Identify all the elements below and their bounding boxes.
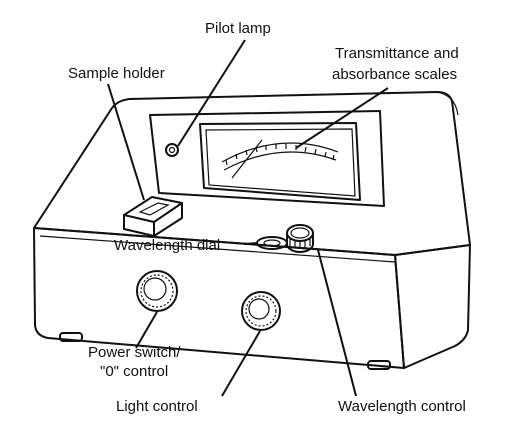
meter-window	[199, 122, 361, 201]
leader-sample-holder	[107, 83, 145, 201]
labels: Pilot lamp Transmittance and absorbance …	[68, 20, 466, 415]
label-pilot-lamp: Pilot lamp	[205, 20, 271, 37]
leader-pilot-lamp	[177, 39, 246, 147]
transmittance-scale-arc	[221, 142, 339, 163]
leader-wavelength-dial	[243, 242, 259, 245]
label-scales-line2: absorbance scales	[332, 66, 457, 83]
leader-power-switch	[135, 311, 158, 349]
absorbance-scale-arc	[223, 151, 337, 171]
wavelength-control-knob[interactable]	[286, 224, 314, 253]
label-light-control: Light control	[116, 398, 198, 415]
leader-light-control	[221, 330, 261, 397]
foot-right	[367, 360, 391, 370]
light-control-knob[interactable]	[241, 291, 281, 331]
sample-holder[interactable]	[123, 196, 183, 237]
label-wavelength-dial: Wavelength dial	[114, 237, 220, 254]
leader-wavelength-control	[317, 249, 357, 397]
label-wavelength-control: Wavelength control	[338, 398, 466, 415]
label-power-line2: "0" control	[100, 363, 168, 380]
wavelength-dial[interactable]	[256, 236, 288, 250]
power-switch-knob[interactable]	[136, 270, 178, 312]
instrument-body	[33, 91, 471, 370]
label-sample-holder: Sample holder	[68, 65, 165, 82]
label-power-line1: Power switch/	[88, 344, 181, 361]
foot-left	[59, 332, 83, 342]
meter-needle	[231, 139, 263, 179]
leader-scales	[295, 87, 389, 149]
label-scales-line1: Transmittance and	[335, 45, 459, 62]
display-panel	[149, 110, 385, 207]
pilot-lamp	[165, 143, 179, 157]
leader-lines	[107, 39, 389, 397]
